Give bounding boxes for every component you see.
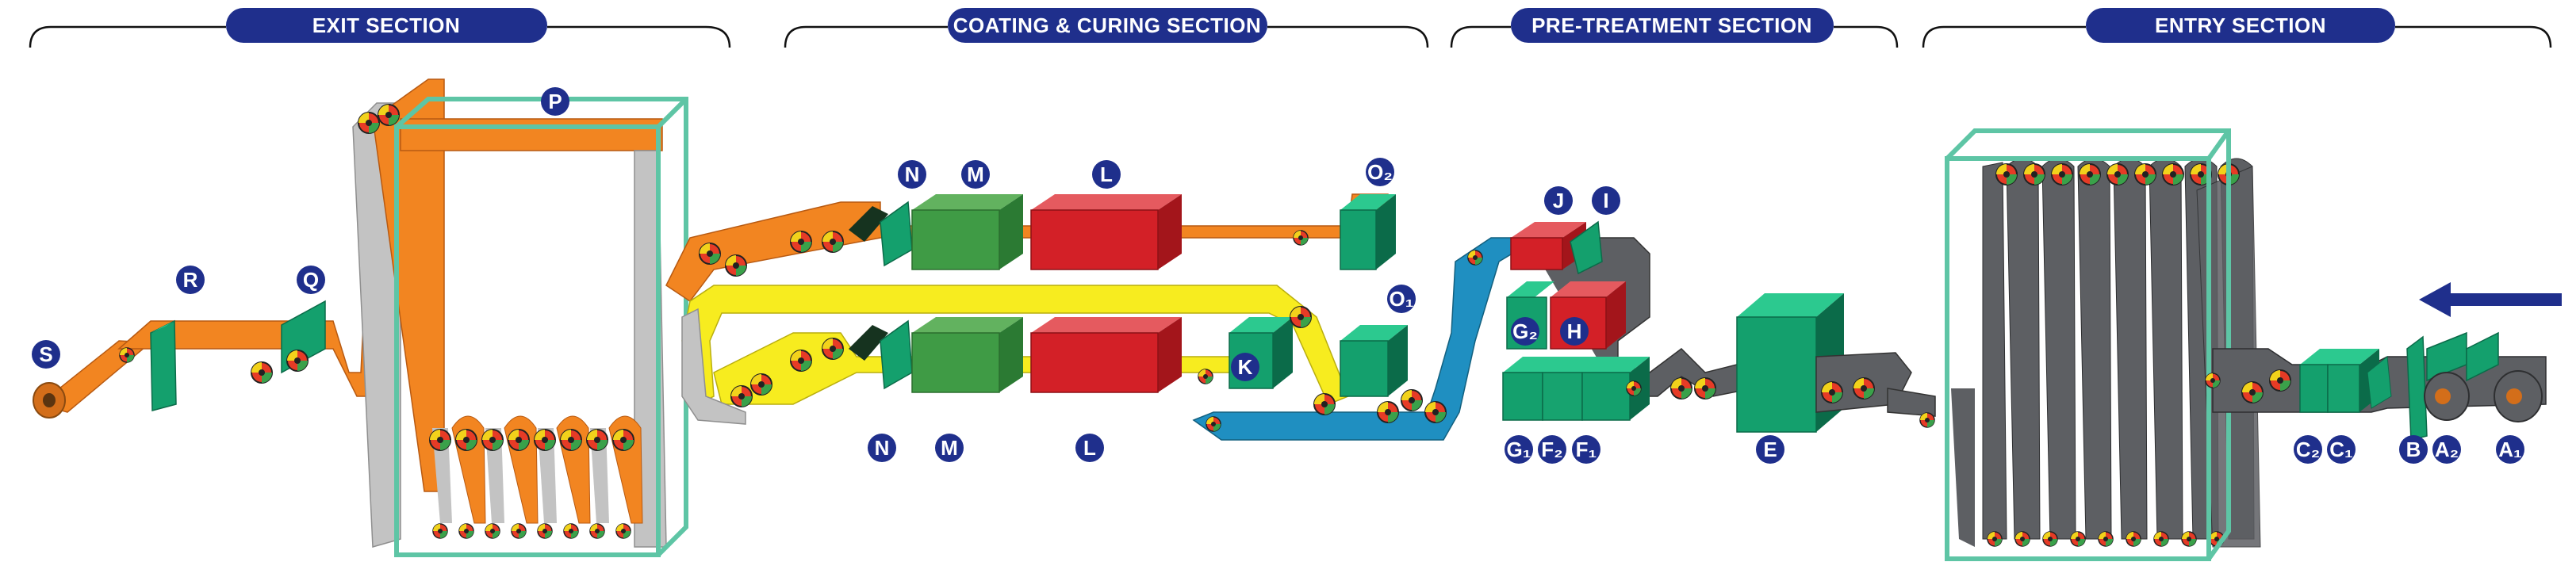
label-h: H bbox=[1560, 317, 1589, 346]
label-r: R bbox=[176, 266, 205, 294]
label-l-bottom: L bbox=[1075, 434, 1104, 462]
label-h-text: H bbox=[1567, 319, 1582, 343]
cooler-o1 bbox=[1340, 325, 1408, 397]
welder-c1-c2 bbox=[2299, 349, 2392, 413]
coating-strip-top bbox=[665, 193, 1389, 303]
section-badge-pretreatment: PRE-TREATMENT SECTION bbox=[1511, 8, 1834, 43]
coater-rolls-bottom bbox=[730, 325, 888, 407]
label-a2-text: A₂ bbox=[2435, 438, 2459, 461]
label-m-top: M bbox=[961, 160, 990, 189]
label-s: S bbox=[32, 340, 60, 369]
label-a2: A₂ bbox=[2432, 435, 2461, 464]
pinch-rolls-q bbox=[251, 300, 326, 384]
entry-accumulator bbox=[1945, 128, 2261, 561]
label-g1: G₁ bbox=[1505, 435, 1533, 464]
coater-m-top bbox=[911, 194, 1023, 270]
section-label-exit: EXIT SECTION bbox=[312, 13, 461, 37]
coater-m-bottom bbox=[911, 317, 1023, 393]
coater-rolls-top bbox=[699, 206, 888, 277]
label-f1-text: F₁ bbox=[1576, 438, 1597, 461]
label-q-text: Q bbox=[303, 268, 319, 292]
label-p: P bbox=[541, 87, 569, 116]
coating-strip-gray bbox=[681, 308, 746, 425]
label-f1: F₁ bbox=[1572, 435, 1600, 464]
label-g2: G₂ bbox=[1511, 317, 1539, 346]
label-i-text: I bbox=[1603, 189, 1608, 212]
label-c2-text: C₂ bbox=[2296, 438, 2320, 461]
tanks-g1-f2-f1 bbox=[1502, 357, 1650, 421]
label-n-top: N bbox=[898, 160, 926, 189]
label-b: B bbox=[2399, 435, 2428, 464]
label-f2: F₂ bbox=[1538, 435, 1566, 464]
shear-b bbox=[2406, 335, 2428, 441]
section-badge-exit: EXIT SECTION bbox=[226, 8, 547, 43]
label-k: K bbox=[1231, 353, 1259, 381]
label-c1-text: C₁ bbox=[2329, 438, 2353, 461]
label-o1-text: O₁ bbox=[1390, 287, 1414, 311]
label-n-bottom-text: N bbox=[875, 436, 890, 460]
label-o2: O₂ bbox=[1366, 158, 1394, 186]
label-s-text: S bbox=[39, 342, 52, 366]
section-badge-coating: COATING & CURING SECTION bbox=[948, 8, 1267, 43]
label-c2: C₂ bbox=[2294, 435, 2322, 464]
label-i: I bbox=[1592, 186, 1620, 215]
oven-l-top bbox=[1030, 194, 1182, 270]
label-n-top-text: N bbox=[905, 162, 920, 186]
unit-i bbox=[1570, 220, 1603, 275]
label-e-text: E bbox=[1763, 438, 1777, 461]
label-b-text: B bbox=[2406, 438, 2421, 461]
label-q: Q bbox=[297, 266, 325, 294]
label-p-text: P bbox=[548, 90, 562, 113]
label-l-top: L bbox=[1092, 160, 1121, 189]
label-m-bottom-text: M bbox=[941, 436, 958, 460]
label-o1: O₁ bbox=[1387, 285, 1416, 313]
section-badge-entry: ENTRY SECTION bbox=[2086, 8, 2395, 43]
oven-l-bottom bbox=[1030, 317, 1182, 393]
cooler-o2 bbox=[1340, 194, 1396, 270]
shear-r bbox=[150, 319, 177, 411]
label-g2-text: G₂ bbox=[1512, 319, 1538, 343]
section-label-coating: COATING & CURING SECTION bbox=[953, 13, 1262, 37]
label-g1-text: G₁ bbox=[1507, 438, 1531, 461]
label-m-bottom: M bbox=[935, 434, 964, 462]
label-r-text: R bbox=[183, 268, 198, 292]
label-j-text: J bbox=[1553, 189, 1564, 212]
section-label-entry: ENTRY SECTION bbox=[2155, 13, 2326, 37]
tank-h bbox=[1550, 281, 1626, 350]
label-f2-text: F₂ bbox=[1541, 438, 1562, 461]
label-l-bottom-text: L bbox=[1083, 436, 1096, 460]
label-a1: A₁ bbox=[2496, 435, 2524, 464]
section-label-pretreatment: PRE-TREATMENT SECTION bbox=[1531, 13, 1812, 37]
label-e: E bbox=[1756, 435, 1784, 464]
label-j: J bbox=[1544, 186, 1573, 215]
section-braces bbox=[29, 25, 2552, 48]
uncoiler-a2 bbox=[2424, 372, 2470, 421]
label-n-bottom: N bbox=[868, 434, 896, 462]
exit-accumulator-p bbox=[352, 78, 688, 557]
label-o2-text: O₂ bbox=[1367, 160, 1393, 184]
coater-n-bottom bbox=[880, 319, 913, 390]
label-l-top-text: L bbox=[1100, 162, 1113, 186]
uncoiler-a1 bbox=[2494, 370, 2543, 422]
coater-n-top bbox=[880, 201, 913, 267]
label-c1: C₁ bbox=[2327, 435, 2356, 464]
label-k-text: K bbox=[1238, 355, 1253, 379]
strip-direction-arrow bbox=[2419, 282, 2562, 317]
label-a1-text: A₁ bbox=[2498, 438, 2522, 461]
label-m-top-text: M bbox=[967, 162, 984, 186]
tank-j bbox=[1510, 222, 1586, 270]
